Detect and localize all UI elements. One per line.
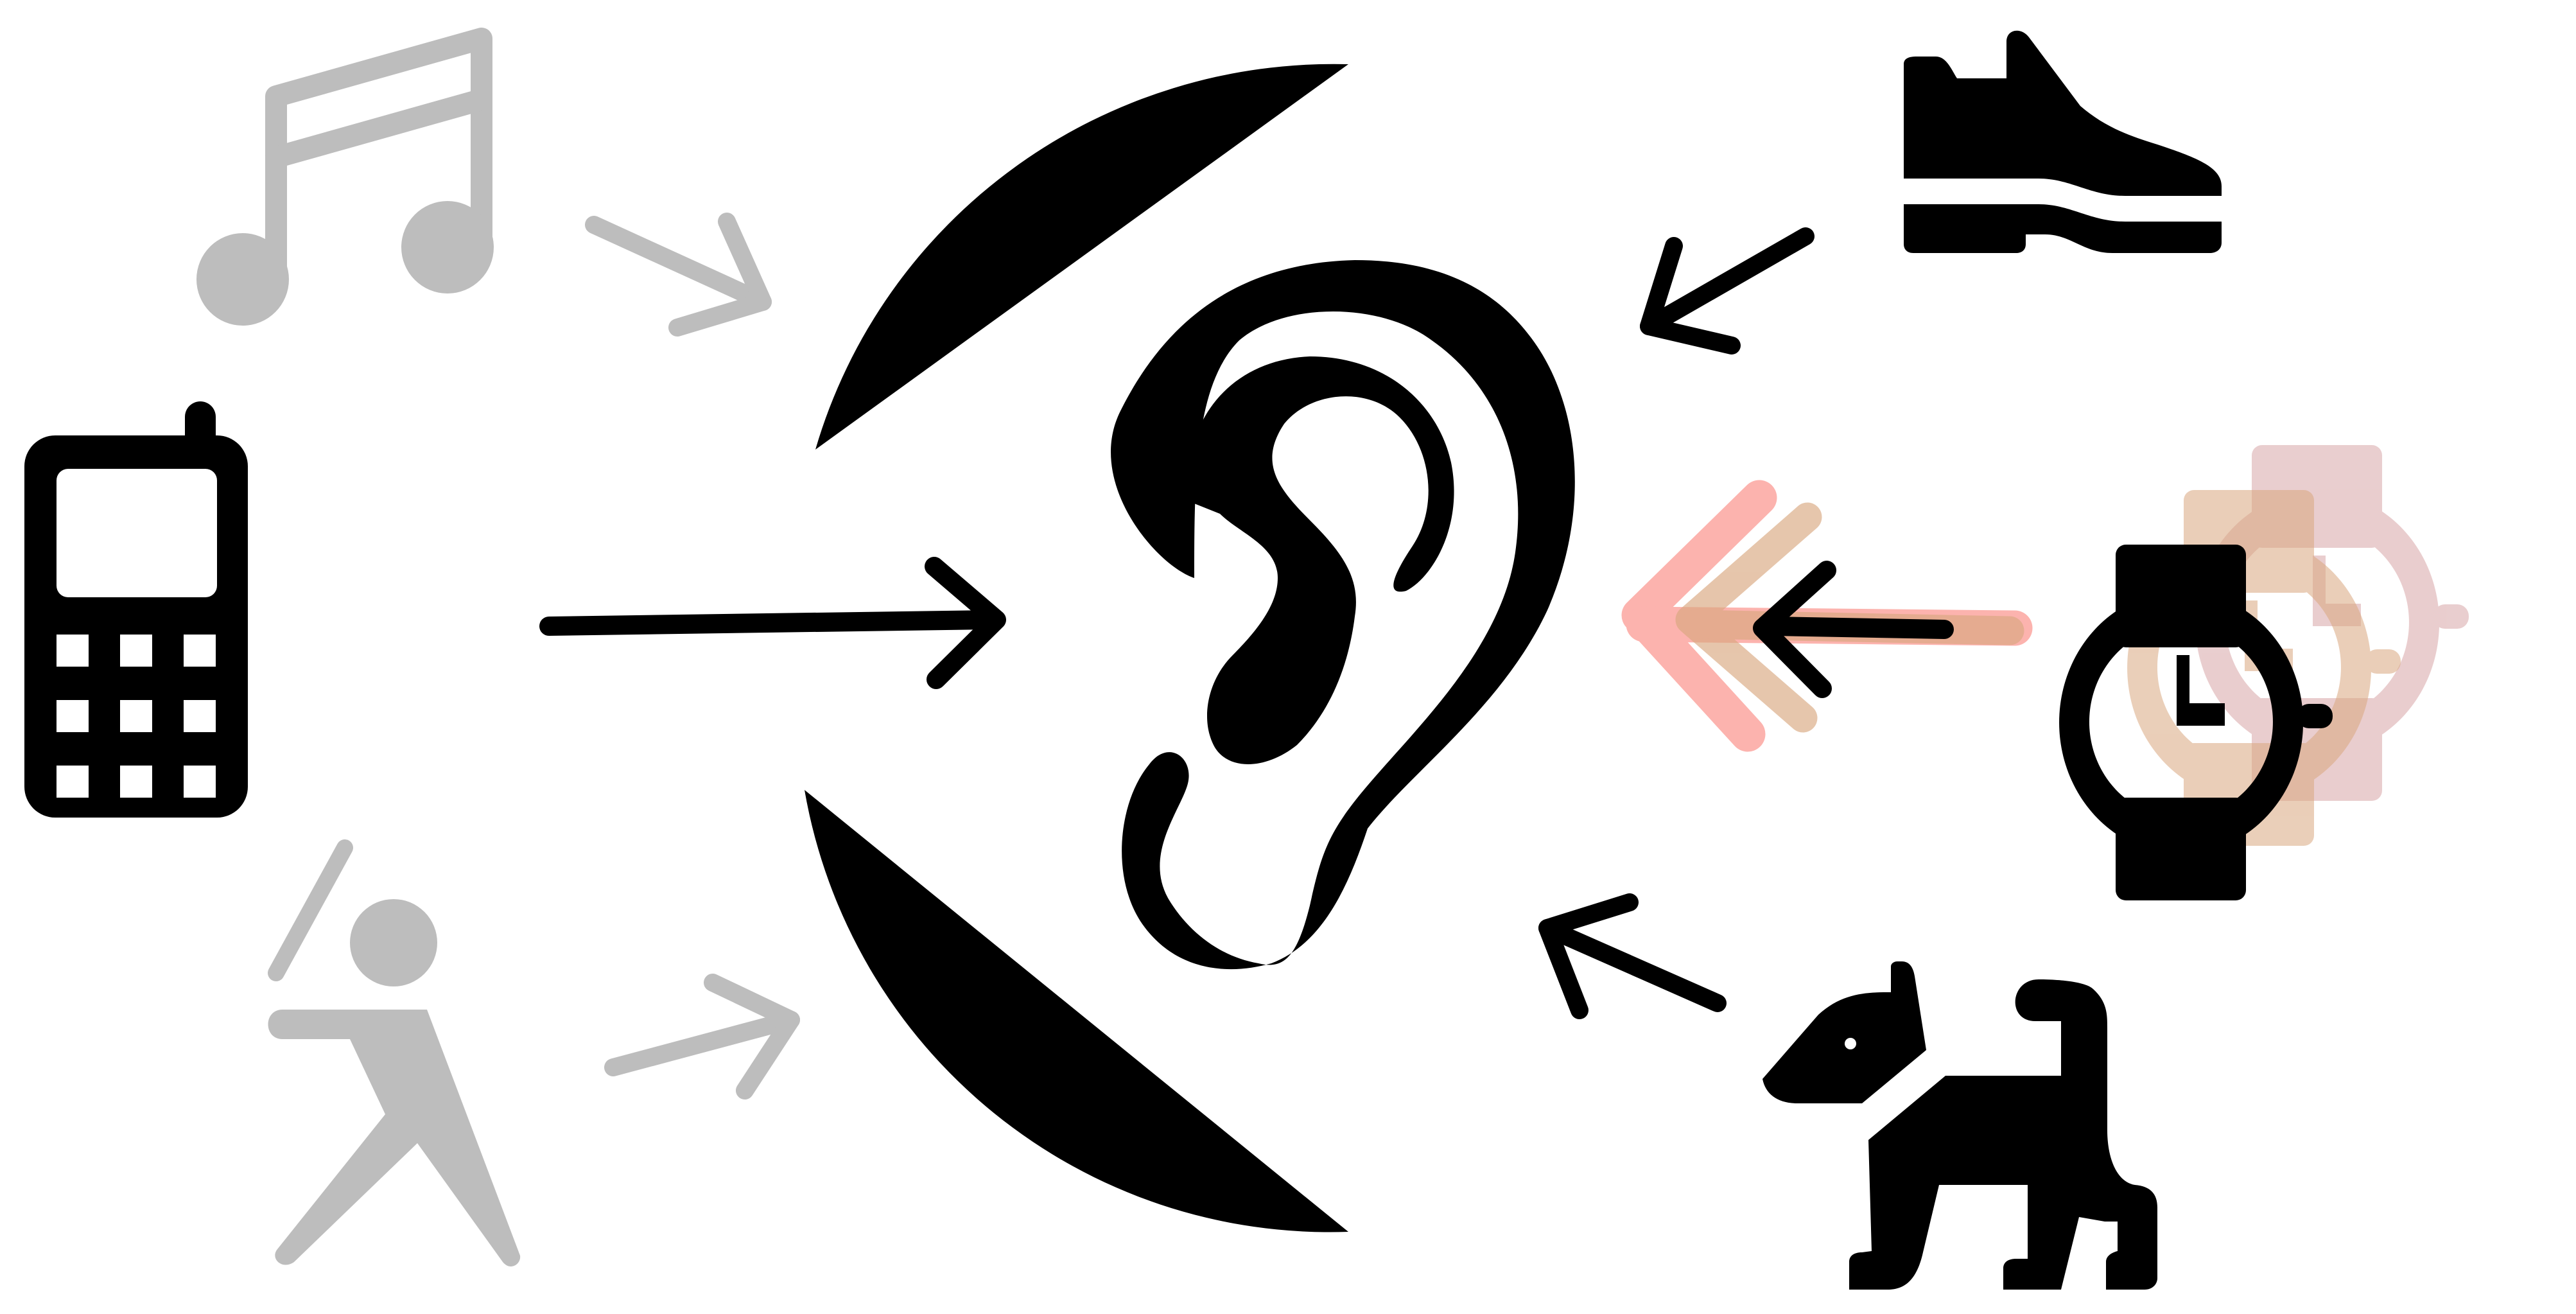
arrow-echo-near: [1675, 502, 2024, 733]
dog-eye: [1845, 1038, 1856, 1049]
arrow-toward-ear: [1538, 893, 1727, 1019]
keypad-key: [184, 700, 216, 732]
keypad-key: [57, 635, 89, 667]
boundary-arc: [805, 64, 1348, 1232]
person-walking-icon: [268, 839, 521, 1266]
keypad-key: [120, 635, 152, 667]
keypad-key: [57, 700, 89, 732]
boundary-arc-top: [815, 64, 1348, 450]
music-note-icon: [196, 28, 494, 326]
boundary-arc-bottom: [805, 790, 1348, 1232]
wristwatch-icon: [2059, 545, 2333, 900]
shoe-icon: [1904, 30, 2222, 253]
keypad-key: [57, 766, 89, 798]
keypad-key: [120, 700, 152, 732]
mobile-phone-icon: [24, 401, 248, 818]
arrow-toward-ear: [539, 557, 1006, 689]
dog-icon: [1762, 961, 2157, 1290]
arrow-toward-ear: [1753, 561, 1954, 698]
arrow-toward-ear: [604, 974, 800, 1099]
keypad-key: [184, 766, 216, 798]
keypad-key: [184, 635, 216, 667]
arrow-toward-ear: [585, 213, 772, 337]
ear-icon: [1111, 260, 1575, 970]
arrow-toward-ear: [1640, 227, 1815, 355]
keypad-key: [120, 766, 152, 798]
